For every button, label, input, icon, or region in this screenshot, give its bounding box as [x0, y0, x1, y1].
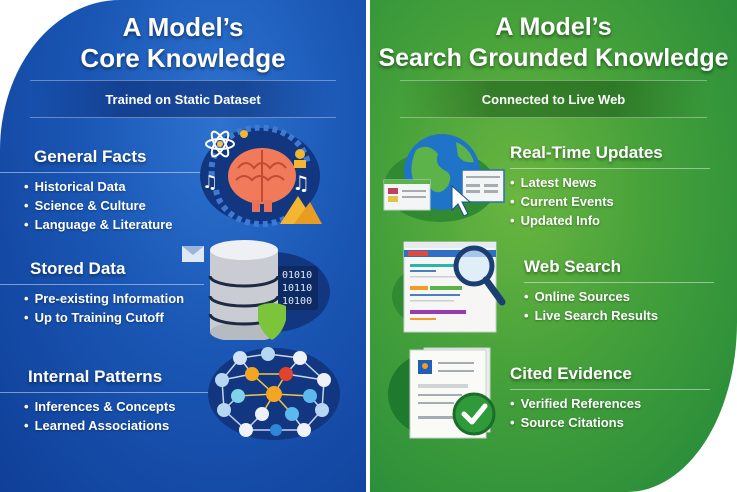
- bullet-item: Science & Culture: [24, 196, 204, 215]
- neural-network-icon: [204, 342, 344, 442]
- section-title: Stored Data: [0, 258, 204, 285]
- bullet-item: Historical Data: [24, 177, 204, 196]
- bullet-item: Online Sources: [524, 287, 714, 306]
- bullet-item: Current Events: [510, 192, 710, 211]
- bullet-item: Live Search Results: [524, 306, 714, 325]
- binary-line: 10110: [282, 283, 312, 294]
- bullet-item: Source Citations: [510, 413, 710, 432]
- bullet-item: Inferences & Concepts: [24, 397, 214, 416]
- search-grounded-title: A Model’s Search Grounded Knowledge: [370, 12, 737, 74]
- brain-icon: ♫ ♫: [182, 124, 322, 228]
- bullet-list: Online Sources Live Search Results: [524, 287, 714, 325]
- svg-text:♫: ♫: [202, 172, 218, 193]
- svg-text:♫: ♫: [292, 171, 310, 195]
- bullet-list: Inferences & Concepts Learned Associatio…: [24, 397, 214, 435]
- section-cited-evidence: Cited Evidence Verified References Sourc…: [510, 363, 710, 432]
- bullet-list: Latest News Current Events Updated Info: [510, 173, 710, 230]
- search-grounded-subtitle: Connected to Live Web: [400, 80, 707, 118]
- core-knowledge-subtitle: Trained on Static Dataset: [30, 80, 336, 118]
- section-real-time-updates: Real-Time Updates Latest News Current Ev…: [510, 142, 710, 230]
- title-line-2: Search Grounded Knowledge: [378, 44, 729, 72]
- section-web-search: Web Search Online Sources Live Search Re…: [524, 256, 714, 325]
- globe-icon: [376, 128, 506, 228]
- bullet-item: Up to Training Cutoff: [24, 308, 204, 327]
- section-title: Web Search: [524, 256, 714, 283]
- section-title: Real-Time Updates: [510, 142, 710, 169]
- binary-line: 01010: [282, 270, 312, 281]
- section-title: General Facts: [0, 146, 204, 173]
- bullet-list: Historical Data Science & Culture Langua…: [24, 177, 204, 234]
- magnifier-icon: [390, 238, 520, 338]
- section-title: Internal Patterns: [0, 366, 214, 393]
- title-line-2: Core Knowledge: [80, 43, 286, 73]
- title-line-1: A Model’s: [495, 13, 612, 41]
- bullet-item: Latest News: [510, 173, 710, 192]
- binary-line: 10100: [282, 296, 312, 307]
- bullet-list: Verified References Source Citations: [510, 394, 710, 432]
- section-stored-data: Stored Data Pre-existing Information Up …: [0, 258, 204, 327]
- bullet-item: Verified References: [510, 394, 710, 413]
- checkmark-document-icon: [384, 342, 504, 442]
- section-internal-patterns: Internal Patterns Inferences & Concepts …: [0, 366, 214, 435]
- bullet-list: Pre-existing Information Up to Training …: [24, 289, 204, 327]
- database-icon: 01010 10110 10100: [180, 236, 330, 340]
- bullet-item: Learned Associations: [24, 416, 214, 435]
- section-general-facts: General Facts Historical Data Science & …: [0, 146, 204, 234]
- core-knowledge-title: A Model’s Core Knowledge: [0, 12, 366, 74]
- section-title: Cited Evidence: [510, 363, 710, 390]
- bullet-item: Updated Info: [510, 211, 710, 230]
- bullet-item: Pre-existing Information: [24, 289, 204, 308]
- search-grounded-panel: A Model’s Search Grounded Knowledge Conn…: [370, 0, 737, 492]
- core-knowledge-panel: A Model’s Core Knowledge Trained on Stat…: [0, 0, 366, 492]
- panel-divider: [366, 0, 370, 492]
- bullet-item: Language & Literature: [24, 215, 204, 234]
- title-line-1: A Model’s: [122, 12, 244, 42]
